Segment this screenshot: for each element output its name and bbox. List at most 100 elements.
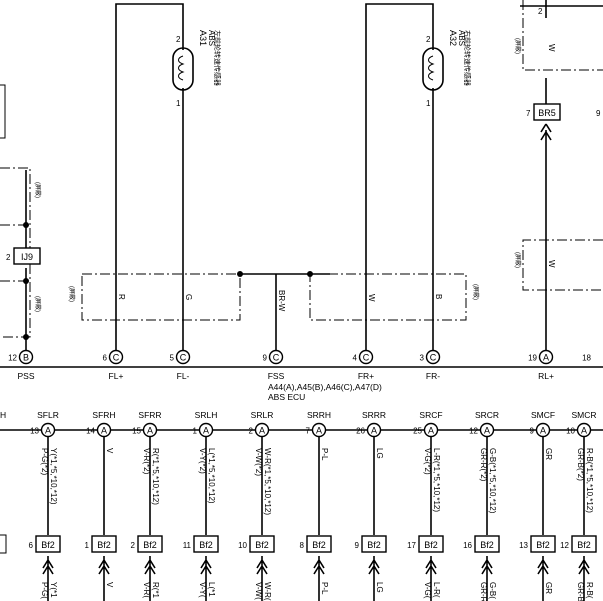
connector-br5-pin-right: 9	[596, 109, 601, 118]
connector-ij9-pin: 2	[6, 253, 11, 262]
shield-box-right-mid	[522, 239, 603, 291]
bottom-pin-label: SMCF	[531, 410, 555, 420]
arrow-up-icon	[368, 556, 380, 601]
ecu-pin-letter: C	[363, 353, 370, 363]
shield-label: (屏蔽)	[34, 296, 42, 312]
ecu-pin-number: 6	[103, 354, 108, 363]
bottom-pin-label: SRLH	[195, 410, 218, 420]
ecu-pin-letter: C	[180, 353, 187, 363]
sensor-fl-coil	[172, 47, 194, 91]
bottom-wire-color-lower: L(*1	[207, 582, 216, 597]
shield-box-right-top	[522, 0, 603, 71]
connector-bf2	[137, 535, 163, 553]
arrow-up-icon	[578, 556, 590, 601]
bottom-pin-letter: A	[259, 426, 265, 436]
arrow-up-icon	[98, 556, 110, 601]
wire-color-r: R	[117, 294, 126, 300]
ecu-pin-label: FL-	[177, 371, 190, 381]
sensor-fr-pin-bottom: 1	[426, 99, 431, 108]
connector-bf2	[35, 535, 61, 553]
arrow-up-icon	[313, 556, 325, 601]
bottom-pin-letter: A	[484, 426, 490, 436]
bottom-pin-letter: A	[428, 426, 434, 436]
wire-color-w: W	[367, 294, 376, 302]
bottom-wire-color-lower: GR	[544, 582, 553, 594]
connector-bf2-label: Bf2	[97, 540, 111, 550]
arrow-up	[540, 123, 552, 141]
wire-color-g: G	[184, 294, 193, 300]
sensor-fl-pin-bottom: 1	[176, 99, 181, 108]
bottom-wire-color: V	[105, 448, 114, 454]
connector-bf2	[249, 535, 275, 553]
sensor-fr-pin-top: 2	[426, 35, 431, 44]
bottom-pin-node	[576, 422, 592, 438]
connector-ij9	[13, 247, 41, 265]
shield-label: (屏蔽)	[514, 38, 522, 54]
bottom-pin-node	[311, 422, 327, 438]
partial-box-left	[0, 84, 6, 139]
connector-bf2-label: Bf2	[480, 540, 494, 550]
bottom-pin-letter: A	[581, 426, 587, 436]
ecu-pin-node	[18, 349, 34, 365]
ecu-pin-node	[108, 349, 124, 365]
connector-bf2-label: Bf2	[424, 540, 438, 550]
connector-bf2-pin: 13	[519, 541, 528, 550]
wire-fr-plus	[365, 3, 434, 350]
bottom-pin-number: 14	[86, 427, 95, 436]
connector-bf2	[306, 535, 332, 553]
bottom-wire-color-alt: V-R(*2)	[142, 448, 151, 475]
bottom-pin-srcr: SRCRA12G-B(*1,*5,*10,*12)GR-R(*2)Bf216G-…	[463, 410, 500, 601]
connector-bf2	[193, 535, 219, 553]
ecu-pin: 18	[582, 354, 591, 363]
wire-fl-plus	[115, 3, 184, 350]
bottom-pin-label: SRRR	[362, 410, 386, 420]
arrow-up-icon	[425, 556, 437, 601]
sensor-fr-name: ABS	[457, 30, 466, 46]
bottom-pin-sflr: SFLRA13Y(*1,*5,*10,*12)P-G(*2)Bf26Y(*1P-…	[29, 410, 61, 601]
sensor-fl-pin-top: 2	[176, 35, 181, 44]
bottom-pin-letter: A	[371, 426, 377, 436]
bottom-wire-color: R(*1,*5,*10,*12)	[151, 448, 160, 505]
ecu-pin-label: FSS	[268, 371, 285, 381]
bottom-pin-node	[142, 422, 158, 438]
bottom-pins: SFLRA13Y(*1,*5,*10,*12)P-G(*2)Bf26Y(*1P-…	[29, 410, 597, 601]
bottom-wire-color-lower-alt: GR-B	[576, 582, 585, 601]
bottom-wire-color-lower-alt: V-Y(	[198, 582, 207, 598]
bottom-pin-node	[198, 422, 214, 438]
connector-br5	[533, 103, 561, 121]
bottom-wire-color-lower: R(*1	[151, 582, 160, 599]
bottom-wire-color-lower: P-L	[320, 582, 329, 595]
bottom-wire-color-lower: V	[105, 582, 114, 588]
bottom-pin-number: 13	[30, 427, 39, 436]
connector-bf2	[91, 535, 117, 553]
bottom-pin-letter: A	[147, 426, 153, 436]
connector-bf2-label: Bf2	[312, 540, 326, 550]
bottom-wire-color: G-B(*1,*5,*10,*12)	[488, 448, 497, 514]
arrow-up-icon	[537, 556, 549, 601]
ecu-pin-number: 4	[353, 354, 358, 363]
bottom-wire-color-alt: GR-R(*2)	[479, 448, 488, 482]
connector-bf2-label: Bf2	[536, 540, 550, 550]
arrow-up-icon	[200, 556, 212, 601]
bottom-pin-node	[96, 422, 112, 438]
connector-bf2	[361, 535, 387, 553]
bottom-wire-color: Y(*1,*5,*10,*12)	[49, 448, 58, 505]
ecu-pin-node	[358, 349, 374, 365]
connector-br5-pin: 7	[526, 109, 531, 118]
bottom-wire-color-lower: L-R(	[432, 582, 441, 598]
bottom-wire-color-alt: V-Y(*2)	[198, 448, 207, 474]
bottom-wire-color: R-B(*1,*5,*10,*12)	[585, 448, 594, 513]
ecu-pin-number: 18	[582, 354, 591, 363]
shield-box-fl	[81, 273, 241, 321]
connector-bf2-pin: 9	[355, 541, 360, 550]
ecu-pin-label: FR-	[426, 371, 440, 381]
arrow-up-icon	[481, 556, 493, 601]
bottom-wire-color-lower: G-B(	[488, 582, 497, 599]
bottom-wire-color-lower-alt: V-R(	[142, 582, 151, 598]
